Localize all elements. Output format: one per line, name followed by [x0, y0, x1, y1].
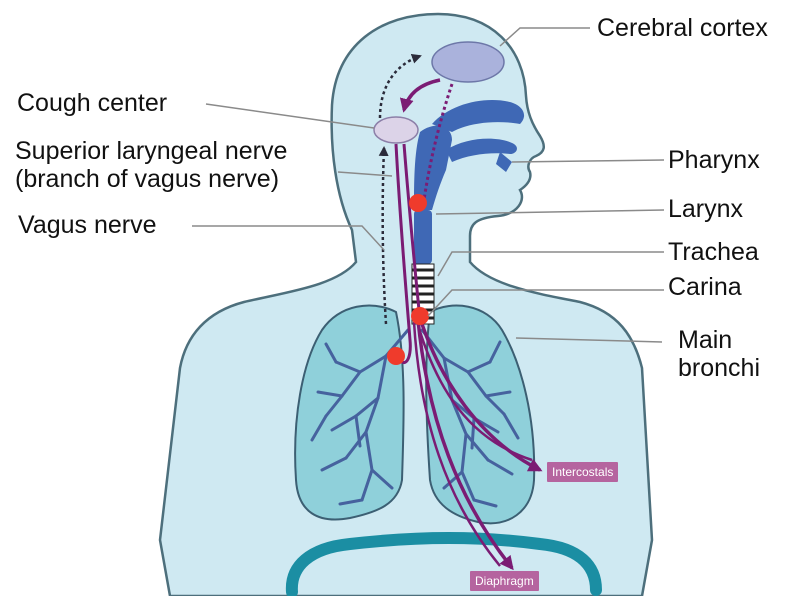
tag-diaphragm: Diaphragm	[470, 571, 539, 591]
cerebral-cortex-region	[432, 42, 504, 82]
label-superior-laryngeal-nerve: Superior laryngeal nerve (branch of vagu…	[15, 137, 287, 193]
label-cerebral-cortex: Cerebral cortex	[597, 14, 768, 42]
label-trachea: Trachea	[668, 238, 759, 266]
cough-center-region	[374, 117, 418, 143]
tag-intercostals: Intercostals	[547, 462, 618, 482]
label-main-bronchi: Main bronchi	[678, 326, 760, 382]
receptor-bronchus	[387, 347, 405, 365]
receptor-larynx	[409, 194, 427, 212]
larynx-airway	[414, 210, 432, 264]
label-carina: Carina	[668, 273, 742, 301]
receptor-carina	[411, 307, 429, 325]
label-vagus-nerve: Vagus nerve	[18, 211, 157, 239]
label-cough-center: Cough center	[17, 89, 167, 117]
label-larynx: Larynx	[668, 195, 743, 223]
label-pharynx: Pharynx	[668, 146, 760, 174]
